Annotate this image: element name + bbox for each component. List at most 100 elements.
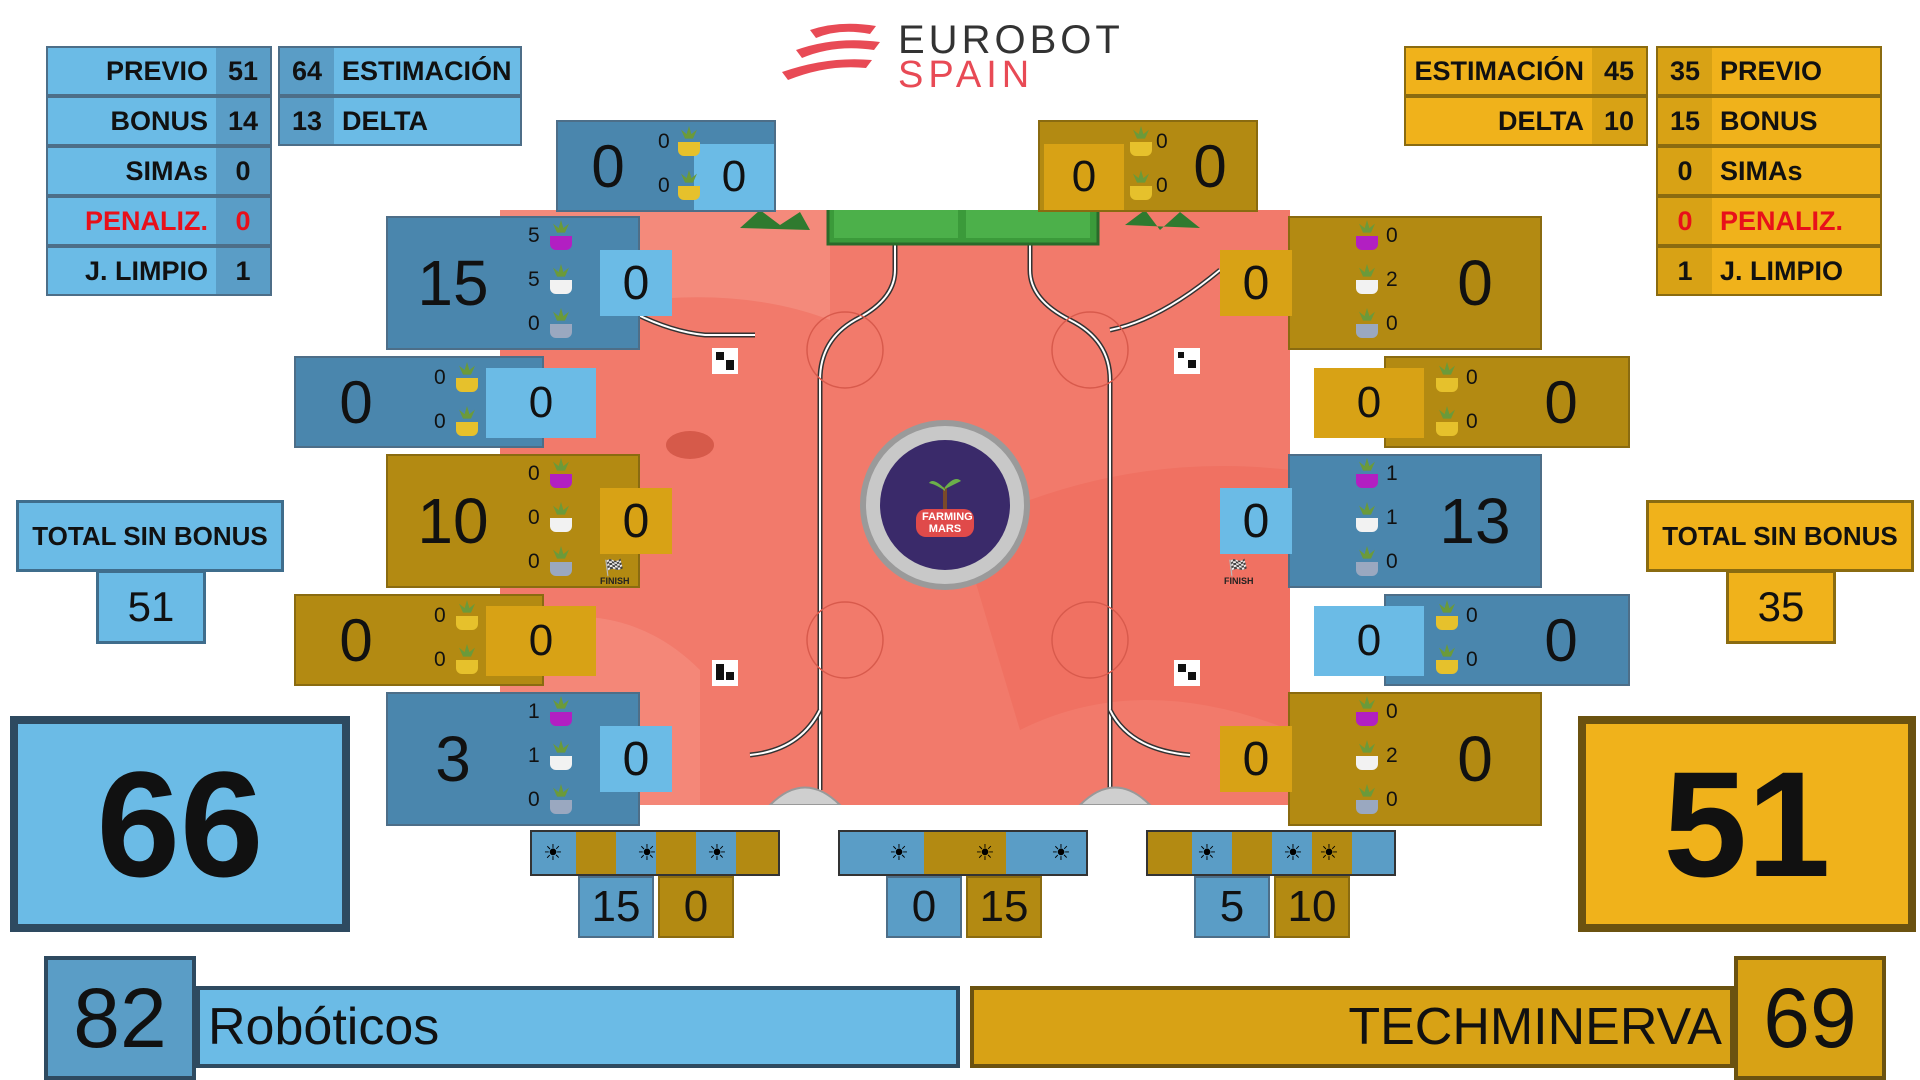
zone-side: 0 (600, 250, 672, 316)
blue-stat-simas: SIMAs 0 (46, 146, 272, 196)
solar-blue-score: 5 (1194, 876, 1270, 938)
blue-total-sin-bonus-value: 51 (96, 570, 206, 644)
stat-value: 1 (216, 248, 270, 294)
blue-team-name: Robóticos (196, 986, 960, 1068)
zone-main: 0 (1457, 247, 1493, 319)
stat-value: 35 (1658, 48, 1712, 94)
solar-yellow-score: 15 (966, 876, 1042, 938)
zone-side: 0 (1220, 726, 1292, 792)
zone-count: 0 (528, 550, 540, 573)
finish-label: FINISH (1224, 576, 1254, 586)
zone-right-2: 0 0 0 0 (1314, 356, 1630, 448)
zone-count: 1 (1386, 506, 1398, 529)
stat-value: 10 (1592, 98, 1646, 144)
zone-count: 0 (1466, 648, 1478, 671)
zone-main: 10 (417, 485, 489, 557)
blue-stat-jlimpio: J. LIMPIO 1 (46, 246, 272, 296)
plant-grey-icon (1352, 546, 1382, 576)
zone-count: 0 (1386, 224, 1398, 247)
blue-stat-penaliz: PENALIZ. 0 (46, 196, 272, 246)
stat-label: PENALIZ. (84, 205, 208, 236)
solar-blue-score: 0 (886, 876, 962, 938)
planter-count: 0 (1156, 174, 1168, 197)
planter-pot-icon (674, 170, 704, 200)
zone-left-5: 3 1 1 0 0 (386, 692, 672, 826)
blue-stat-previo: PREVIO 51 (46, 46, 272, 96)
stat-label: SIMAs (1720, 155, 1803, 186)
zone-count: 0 (528, 312, 540, 335)
logo-line2: SPAIN (898, 54, 1035, 96)
yellow-total-sin-bonus-value: 35 (1726, 570, 1836, 644)
solar-panel-icon: ☀ (1051, 840, 1071, 865)
planter-pot-icon (452, 362, 482, 392)
plant-white-icon (1352, 502, 1382, 532)
zone-count: 2 (1386, 268, 1398, 291)
zone-side: 0 (1220, 488, 1292, 554)
zone-count: 5 (528, 224, 540, 247)
blue-stat-bonus: BONUS 14 (46, 96, 272, 146)
yellow-team-total: 69 (1734, 956, 1886, 1080)
stat-label: DELTA (1498, 105, 1584, 136)
zone-left-4: 0 0 0 0 (294, 594, 596, 686)
zone-main: 0 (1544, 606, 1578, 674)
plant-white-icon (546, 264, 576, 294)
yellow-stat-estimacion: ESTIMACIÓN 45 (1404, 46, 1648, 96)
solar-panel-icon: ☀ (707, 840, 727, 865)
solar-blue-score: 15 (578, 876, 654, 938)
blue-score: 66 (10, 716, 350, 932)
stat-value: 45 (1592, 48, 1646, 94)
solar-group-3: ☀ ☀ ☀ 5 10 (1146, 830, 1396, 940)
zone-main: 15 (417, 247, 489, 319)
stat-value: 1 (1658, 248, 1712, 294)
plant-grey-icon (546, 784, 576, 814)
finish-flag-icon: 🏁 (1228, 560, 1248, 577)
zone-main: 0 (339, 368, 373, 436)
solar-group-1: ☀ ☀ ☀ 15 0 (530, 830, 780, 940)
planter-pot-icon (1126, 126, 1156, 156)
zone-main: 0 (1544, 368, 1578, 436)
stat-label: PENALIZ. (1720, 205, 1844, 236)
zone-count: 0 (528, 788, 540, 811)
planter-pot-icon (1432, 362, 1462, 392)
zone-count: 0 (434, 410, 446, 433)
plant-white-icon (1352, 740, 1382, 770)
plant-purple-icon (546, 220, 576, 250)
solar-panel-icon: ☀ (543, 840, 563, 865)
zone-side: 0 (486, 606, 596, 676)
stat-value: 0 (1658, 198, 1712, 244)
logo-line1: EUROBOT (898, 18, 1124, 62)
zone-side: 0 (486, 368, 596, 438)
zone-main: 0 (339, 606, 373, 674)
plant-grey-icon (1352, 784, 1382, 814)
zone-side: 0 (1314, 368, 1424, 438)
zone-right-1: 0 0 2 0 0 (1220, 216, 1542, 350)
stat-value: 0 (216, 198, 270, 244)
eurobot-logo: EUROBOT SPAIN (780, 18, 1160, 96)
planter-pot-icon (452, 600, 482, 630)
plant-grey-icon (546, 546, 576, 576)
plant-purple-icon (546, 696, 576, 726)
center-logo: FARMING MARS (860, 420, 1030, 590)
zone-main: 3 (435, 723, 471, 795)
yellow-stat-previo: 35 PREVIO (1656, 46, 1882, 96)
solar-panel-icon: ☀ (1197, 840, 1217, 865)
zone-right-3: 0 🏁 FINISH 1 1 0 13 (1220, 454, 1542, 588)
planter-pot-icon (1432, 644, 1462, 674)
zone-count: 0 (1386, 788, 1398, 811)
zone-count: 1 (528, 744, 540, 767)
zone-count: 2 (1386, 744, 1398, 767)
stat-value: 0 (216, 148, 270, 194)
zone-count: 0 (1386, 550, 1398, 573)
zone-count: 5 (528, 268, 540, 291)
solar-panel-icon: ☀ (637, 840, 657, 865)
zone-count: 0 (434, 604, 446, 627)
plant-white-icon (546, 502, 576, 532)
plant-purple-icon (1352, 458, 1382, 488)
solar-strip: ☀ ☀ ☀ (1146, 830, 1396, 876)
plant-purple-icon (1352, 220, 1382, 250)
stat-value: 14 (216, 98, 270, 144)
zone-main: 0 (1457, 723, 1493, 795)
solar-yellow-score: 10 (1274, 876, 1350, 938)
stat-label: BONUS (1720, 105, 1818, 136)
plant-white-icon (1352, 264, 1382, 294)
